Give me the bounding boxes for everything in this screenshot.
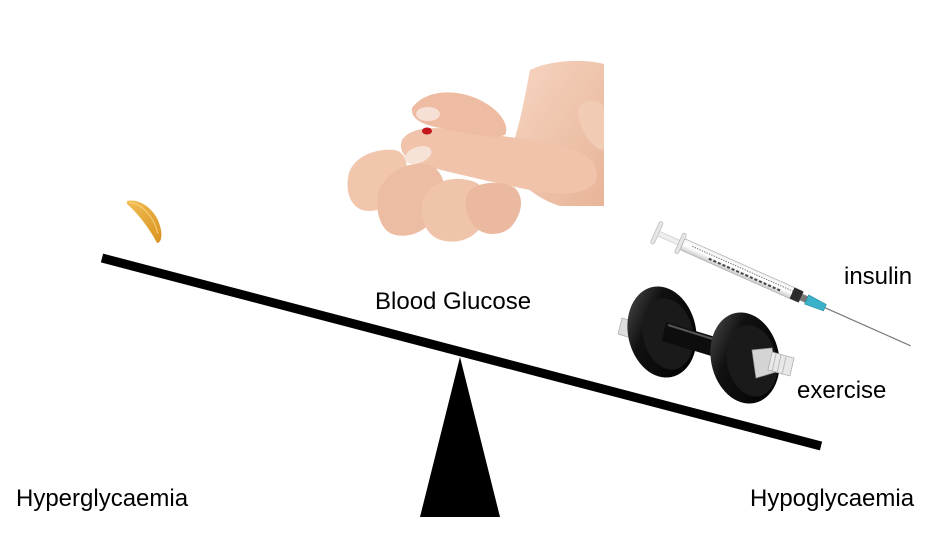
fulcrum-triangle xyxy=(420,357,500,517)
finger-prick-blood-drop-icon xyxy=(347,60,604,242)
syringe-icon xyxy=(650,221,912,347)
dumbbell-icon xyxy=(617,286,795,404)
right-label-hypoglycaemia: Hypoglycaemia xyxy=(750,485,915,512)
seesaw-beam xyxy=(100,253,823,451)
label-exercise: exercise xyxy=(797,377,887,404)
left-label-hyperglycaemia: Hyperglycaemia xyxy=(16,485,189,512)
center-label-blood-glucose: Blood Glucose xyxy=(375,288,532,315)
potato-chip-icon xyxy=(127,200,162,243)
label-insulin: insulin xyxy=(844,263,913,290)
